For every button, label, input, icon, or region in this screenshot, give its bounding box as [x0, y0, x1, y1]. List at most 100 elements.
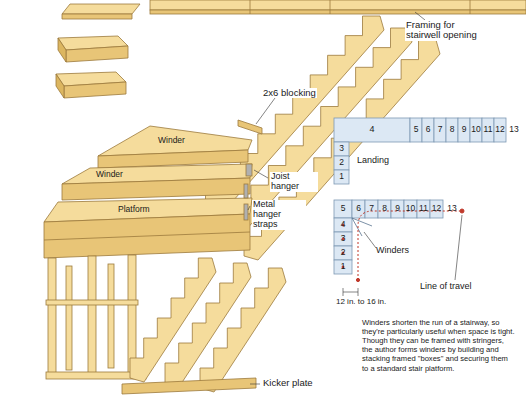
drawing-stroke	[66, 46, 128, 62]
step-number: 5	[334, 200, 352, 218]
drawing-stroke	[458, 118, 470, 142]
part-label: 2x6 blocking	[262, 88, 317, 98]
drawing-stroke	[334, 232, 352, 246]
drawing-stroke	[470, 0, 471, 14]
part-label: Framing for stairwell opening	[405, 20, 492, 41]
step-number: 8	[378, 200, 391, 218]
step-number: 7	[365, 200, 378, 218]
drawing-stroke	[250, 384, 260, 385]
step-number: 11	[417, 200, 430, 218]
step-number: 10	[470, 118, 482, 142]
step-number: 1	[334, 260, 352, 274]
drawing-stroke	[64, 82, 126, 98]
drawing-stroke	[128, 255, 136, 375]
drawing-stroke	[470, 118, 482, 142]
lower-stringers	[130, 258, 286, 392]
step-number: 13	[506, 118, 522, 142]
drawing-stroke	[415, 12, 425, 20]
step-number: 13	[444, 200, 460, 218]
line-of-travel	[342, 209, 464, 282]
step-number: 6	[352, 200, 365, 218]
step-number: 10	[404, 200, 417, 218]
drawing-stroke	[58, 38, 66, 62]
drawing-stroke	[254, 170, 268, 178]
step-number: 5	[410, 118, 422, 142]
drawing-stroke	[238, 120, 262, 134]
part-label: Winders	[376, 246, 409, 256]
drawing-stroke	[48, 258, 56, 378]
caption-text: Winders shorten the run of a stairway, s…	[362, 318, 516, 373]
drawing-stroke	[352, 200, 365, 218]
drawing-stroke	[44, 232, 250, 240]
hanger-strap	[244, 184, 248, 198]
stringer	[216, 28, 412, 248]
drawing-stroke	[88, 256, 96, 376]
drawing-stroke	[364, 232, 376, 248]
part-label: Winder	[96, 170, 123, 179]
drawing-stroke	[358, 288, 359, 296]
drawing-stroke	[404, 200, 417, 218]
drawing-stroke	[358, 211, 462, 280]
drawing-stroke	[62, 14, 132, 19]
step-number: 8	[446, 118, 458, 142]
landing-plan	[334, 118, 506, 184]
drawing-stroke	[44, 214, 250, 258]
joist-hanger	[246, 164, 252, 176]
step-number: 1	[334, 170, 349, 184]
drawing-stroke	[250, 0, 251, 14]
drawing-stroke	[365, 200, 378, 218]
drawing-stroke	[334, 200, 352, 218]
drawing-stroke	[334, 156, 349, 170]
drawing-stroke	[334, 142, 349, 156]
part-label: Line of travel	[420, 282, 472, 292]
drawing-stroke	[352, 218, 362, 236]
drawing-stroke	[343, 288, 344, 296]
step-number: 3	[334, 142, 349, 156]
drawing-stroke	[391, 200, 404, 218]
drawing-stroke	[66, 266, 72, 370]
stringer	[244, 40, 440, 260]
drawing-stroke	[356, 278, 359, 281]
part-label: 12 in. to 16 in.	[336, 298, 386, 307]
part-label: Platform	[118, 205, 150, 214]
drawing-stroke	[422, 118, 434, 142]
step-number: 11	[482, 118, 494, 142]
drawing-stroke	[378, 200, 391, 218]
step-number: 4	[334, 218, 352, 232]
part-label: Joist hanger	[270, 172, 318, 192]
step-number: 4	[334, 118, 410, 142]
drawing-stroke	[334, 218, 352, 232]
drawing-stroke	[62, 178, 250, 200]
drawing-stroke	[256, 98, 275, 124]
drawing-stroke	[410, 118, 422, 142]
step-number: 2	[334, 156, 349, 170]
part-label: Kicker plate	[262, 378, 314, 388]
step-number: 7	[434, 118, 446, 142]
blocking	[238, 120, 262, 134]
part-label: Landing	[357, 156, 389, 166]
step-number: 12	[430, 200, 443, 218]
drawing-stroke	[248, 206, 250, 210]
step-number: 2	[334, 246, 352, 260]
drawing-stroke	[455, 215, 462, 280]
drawing-stroke	[108, 264, 114, 368]
drawing-stroke	[494, 118, 506, 142]
drawing-stroke	[122, 378, 256, 394]
winder-boxes	[44, 126, 252, 258]
stairwell-framing	[150, 0, 526, 14]
part-label: Winder	[158, 136, 185, 145]
drawing-stroke	[62, 4, 140, 14]
floating-blocks	[56, 4, 140, 98]
drawing-stroke	[352, 218, 372, 226]
drawing-stroke	[334, 260, 352, 274]
drawing-stroke	[343, 292, 358, 293]
step-number: 9	[391, 200, 404, 218]
step-number: 3	[334, 232, 352, 246]
step-number: 6	[422, 118, 434, 142]
drawing-stroke	[460, 209, 464, 213]
drawing-stroke	[56, 74, 64, 98]
step-number: 12	[494, 118, 506, 142]
part-label: Metal hanger straps	[252, 200, 306, 230]
drawing-stroke	[334, 118, 410, 142]
